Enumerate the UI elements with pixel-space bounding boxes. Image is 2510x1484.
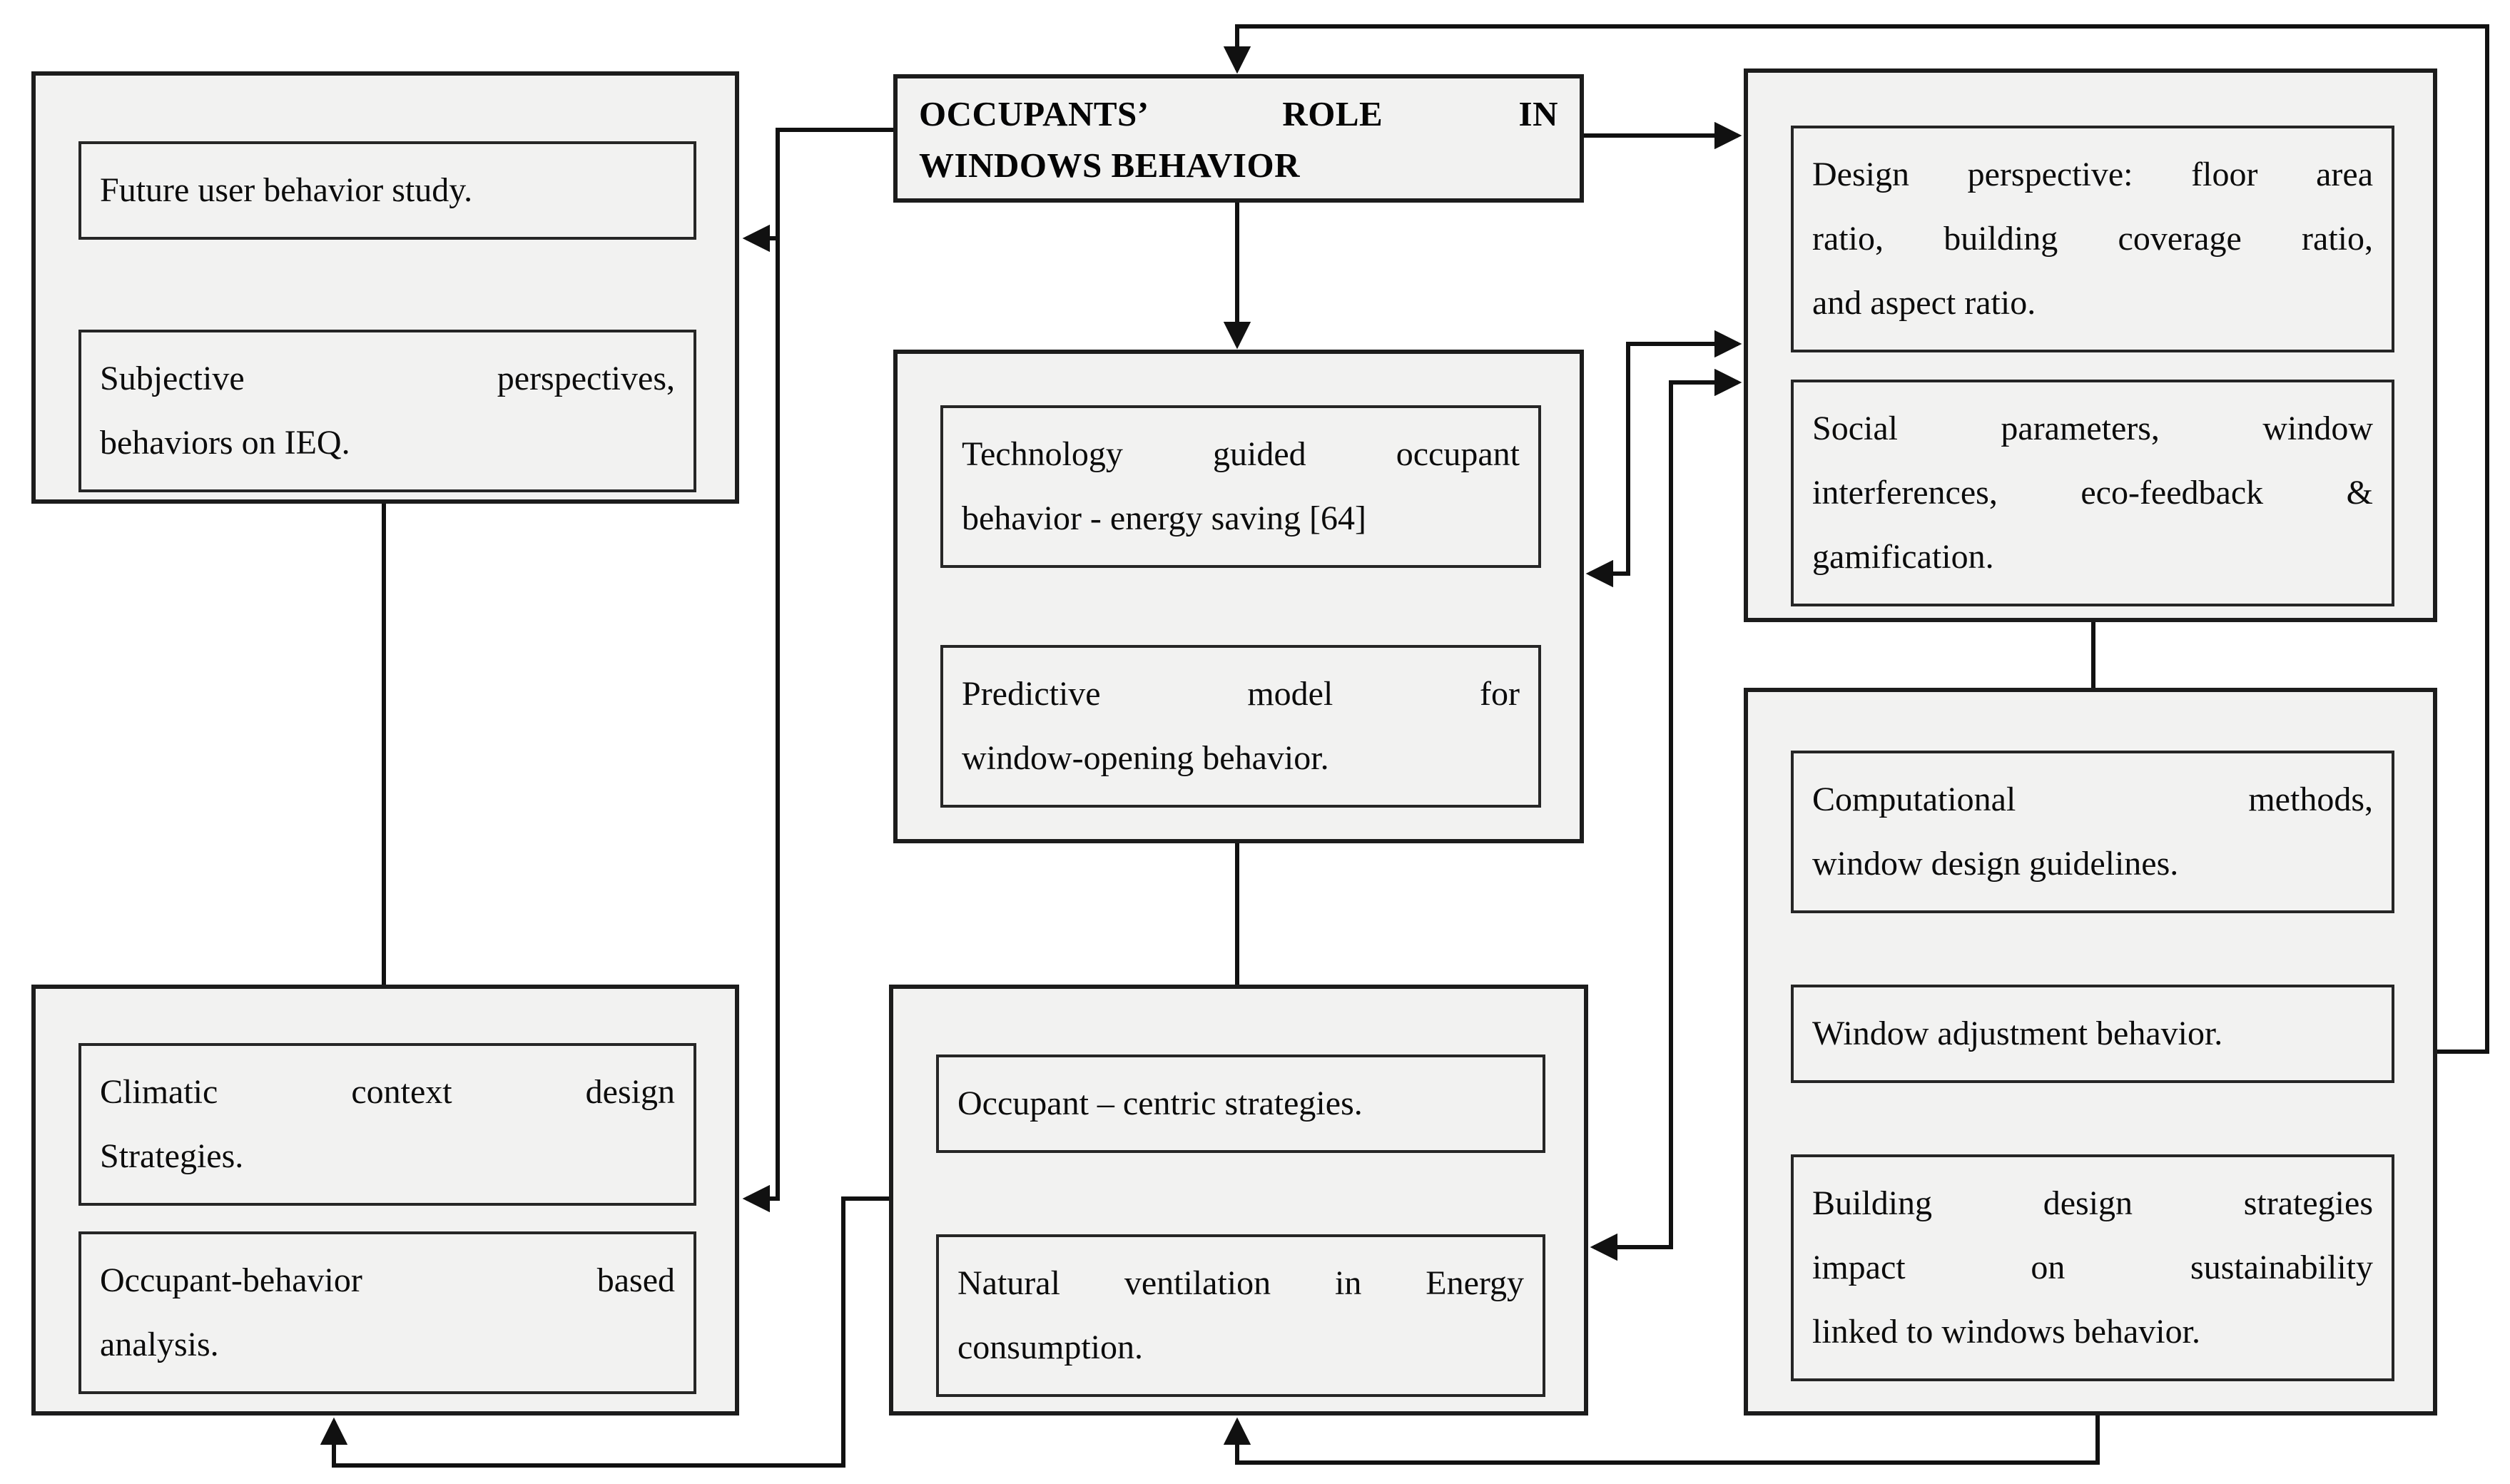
box-right-bottom: Computational methods,window design guid…	[1744, 688, 2437, 1416]
note-subjective-perspectives-ieq: Subjective perspectives,behaviors on IEQ…	[78, 330, 696, 492]
note-occupant-centric-strategies: Occupant – centric strategies.	[936, 1054, 1545, 1153]
connector-title-to-left-bottom	[742, 128, 893, 1213]
note-future-user-behavior-study: Future user behavior study.	[78, 141, 696, 240]
connector-center-middle-right-top-bidirectional	[1585, 330, 1742, 588]
note-window-adjustment-behavior: Window adjustment behavior.	[1791, 985, 2394, 1083]
box-center-bottom: Occupant – centric strategies. Natural v…	[889, 985, 1588, 1416]
box-left-top: Future user behavior study. Subjective p…	[31, 71, 739, 504]
connector-center-bottom-right-top-bidirectional	[1590, 368, 1742, 1261]
connector-right-bottom-to-center-bottom	[1223, 1416, 2100, 1465]
note-computational-methods-guidelines: Computational methods,window design guid…	[1791, 751, 2394, 913]
